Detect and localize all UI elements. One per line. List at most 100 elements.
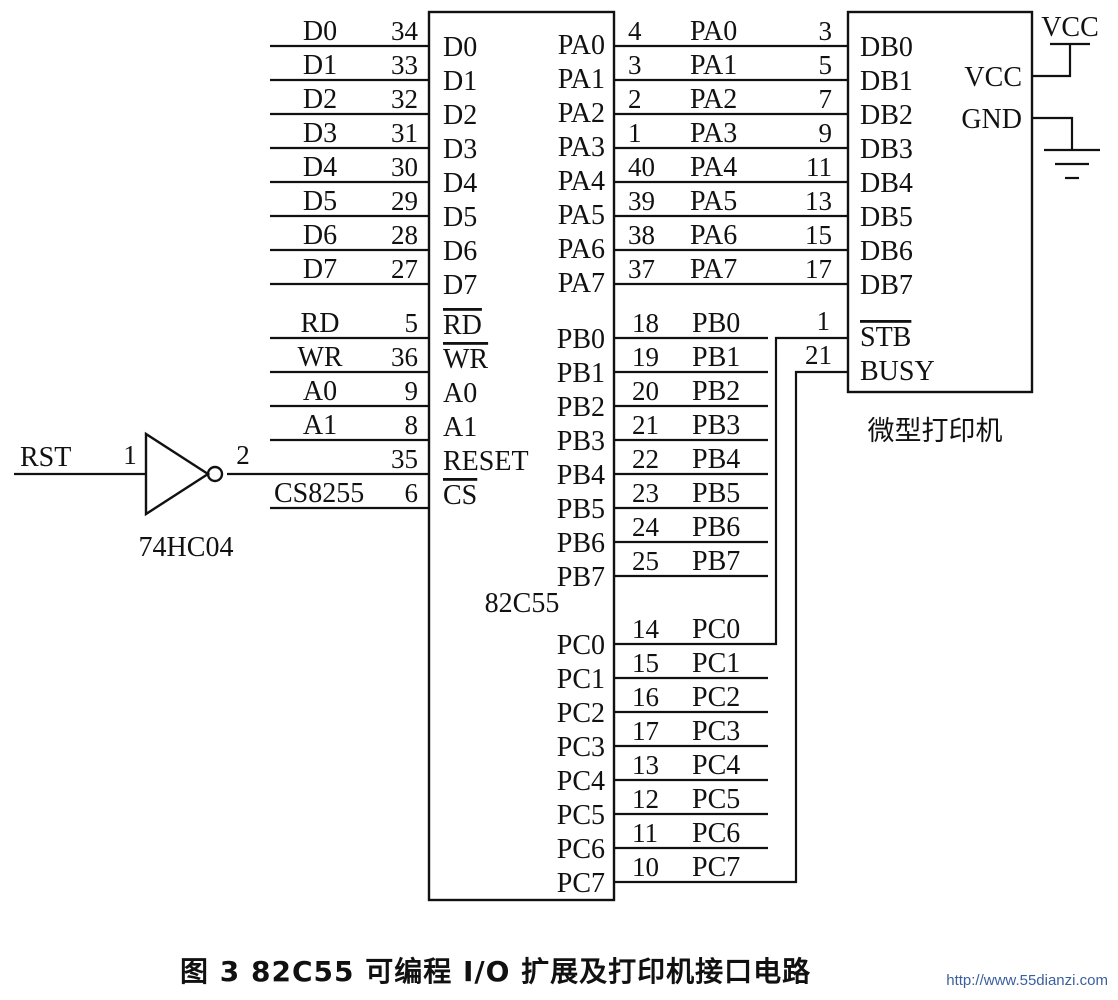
net-label: PC2	[692, 682, 740, 713]
printer-pin-label: DB0	[860, 32, 913, 63]
net-label: PA3	[690, 118, 737, 149]
net-label: PA2	[690, 84, 737, 115]
pin-number: 25	[632, 546, 659, 576]
pin-number: 39	[628, 186, 655, 216]
chip-pin-label: PC6	[557, 834, 605, 865]
signal-label: D5	[303, 186, 337, 217]
net-label: PA1	[690, 50, 737, 81]
net-label: PA0	[690, 16, 737, 47]
pin-number: 4	[628, 16, 642, 46]
net-label: PC4	[692, 750, 740, 781]
chip-pin-label: PC4	[557, 766, 605, 797]
pin-number: 17	[632, 716, 659, 746]
pin-number: 15	[805, 220, 832, 250]
pin-number: 1	[628, 118, 642, 148]
chip-pin-label: PC3	[557, 732, 605, 763]
pin-number: 15	[632, 648, 659, 678]
chip-pin-label: PC0	[557, 630, 605, 661]
chip-pin-label: PB5	[557, 494, 605, 525]
components	[144, 10, 1034, 902]
net-label: PB0	[692, 308, 740, 339]
chip-pin-label: A0	[443, 378, 477, 409]
net-label: PB5	[692, 478, 740, 509]
signal-label: RD	[301, 308, 340, 339]
chip-pin-label: PB1	[557, 358, 605, 389]
signal-label: A0	[303, 376, 337, 407]
net-label: PB3	[692, 410, 740, 441]
pin-number: 3	[628, 50, 642, 80]
figure-caption: 图 3 82C55 可编程 I/O 扩展及打印机接口电路	[180, 955, 812, 988]
signal-label: D3	[303, 118, 337, 149]
pin-number: 27	[391, 254, 418, 284]
chip-pin-label: D4	[443, 168, 477, 199]
chip-82c55-body	[427, 10, 616, 902]
pin-number: 16	[632, 682, 659, 712]
signal-label: D0	[303, 16, 337, 47]
wires	[14, 42, 1100, 884]
signal-label: WR	[297, 342, 342, 373]
vcc-wire	[1032, 44, 1072, 78]
net-label: PA7	[690, 254, 737, 285]
printer-pin-label: DB4	[860, 168, 913, 199]
net-label: PA6	[690, 220, 737, 251]
chip-pin-label: PC7	[557, 868, 605, 899]
pin-number: 29	[391, 186, 418, 216]
chip-pin-label: PA5	[558, 200, 605, 231]
signal-label: D7	[303, 254, 337, 285]
printer-pin-label: DB1	[860, 66, 913, 97]
signal-label: A1	[303, 410, 337, 441]
chip-pin-label: PA7	[558, 268, 605, 299]
pin-number: 40	[628, 152, 655, 182]
pin-number: 1	[817, 306, 831, 336]
pin-number: 38	[628, 220, 655, 250]
chip-pin-label: CS	[443, 480, 477, 511]
chip-pin-label: D7	[443, 270, 477, 301]
pin-number: 13	[805, 186, 832, 216]
pin-number: 21	[805, 340, 832, 370]
inverter-triangle-symbol	[144, 431, 211, 517]
inverter-part-label: 74HC04	[139, 532, 234, 563]
pin-number: 34	[391, 16, 419, 46]
pin-number: 12	[632, 784, 659, 814]
printer-pin-label: DB2	[860, 100, 913, 131]
pin-number: 6	[405, 478, 419, 508]
chip-pin-label: PB4	[557, 460, 605, 491]
net-label: PC7	[692, 852, 740, 883]
chip-pin-label: D5	[443, 202, 477, 233]
pin-number: 5	[405, 308, 419, 338]
chip-pin-label: D0	[443, 32, 477, 63]
pin-number: 20	[632, 376, 659, 406]
pin-number: 21	[632, 410, 659, 440]
chip-pin-label: PC2	[557, 698, 605, 729]
pin-number: 1	[123, 440, 137, 470]
signal-label: D4	[303, 152, 337, 183]
chip-pin-label: PB6	[557, 528, 605, 559]
pin-number: 2	[236, 440, 250, 470]
chip-pin-label: PA0	[558, 30, 605, 61]
net-label: PC5	[692, 784, 740, 815]
pin-number: 23	[632, 478, 659, 508]
chip-pin-label: RD	[443, 310, 482, 341]
net-label: PC6	[692, 818, 740, 849]
pin-number: 9	[405, 376, 419, 406]
chip-pin-label: PA1	[558, 64, 605, 95]
printer-name: 微型打印机	[868, 416, 1003, 447]
site-watermark: http://www.55dianzi.com	[946, 972, 1108, 989]
pin-number: 28	[391, 220, 418, 250]
pin-number: 8	[405, 410, 419, 440]
pin-number: 36	[391, 342, 418, 372]
net-label: PC3	[692, 716, 740, 747]
pin-number: 35	[391, 444, 418, 474]
pin-number: 7	[819, 84, 833, 114]
net-label: PB7	[692, 546, 740, 577]
signal-label: D6	[303, 220, 337, 251]
chip-82c55-name: 82C55	[485, 588, 560, 619]
chip-pin-label: D2	[443, 100, 477, 131]
net-label: PB1	[692, 342, 740, 373]
pin-number: 37	[628, 254, 655, 284]
gnd-wire	[1032, 116, 1074, 150]
pin-number: 17	[805, 254, 832, 284]
chip-pin-label: PB0	[557, 324, 605, 355]
signal-label: D2	[303, 84, 337, 115]
